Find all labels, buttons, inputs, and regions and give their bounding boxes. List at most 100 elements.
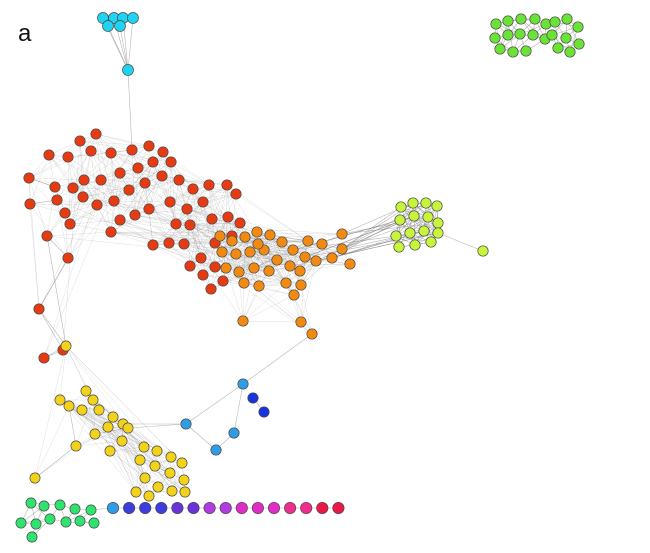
lime-node-10: [418, 225, 430, 237]
yellow-node-10: [70, 440, 82, 452]
red-node-57: [38, 352, 50, 364]
network-edge: [148, 151, 164, 210]
network-edge: [226, 184, 333, 259]
light-green-node-2: [54, 499, 66, 511]
network-edge: [168, 188, 194, 244]
network-edge: [95, 133, 139, 169]
network-edge: [233, 383, 244, 434]
network-edge: [107, 25, 129, 71]
network-edge: [34, 445, 77, 479]
network-edge: [69, 179, 102, 225]
network-edge: [56, 150, 92, 201]
network-edge: [189, 184, 228, 226]
network-edge: [72, 133, 97, 189]
network-edge: [186, 208, 191, 267]
network-edge: [134, 167, 139, 216]
chain-node-7: [219, 501, 232, 515]
network-edge: [168, 233, 343, 244]
network-edge: [110, 152, 121, 221]
orange-node-29: [237, 315, 249, 327]
network-edge: [67, 156, 102, 181]
network-edge: [175, 193, 237, 225]
network-edge: [170, 161, 204, 203]
lime-node-1: [407, 197, 419, 209]
network-edge: [225, 231, 258, 269]
red-node-36: [114, 214, 126, 226]
red-node-14: [78, 174, 90, 186]
network-edge: [83, 167, 139, 181]
network-edge: [242, 320, 302, 323]
network-edge: [72, 187, 115, 202]
network-edge: [83, 179, 136, 216]
network-edge: [156, 450, 185, 481]
network-edge: [235, 253, 278, 261]
network-edge: [143, 446, 183, 464]
network-edge: [189, 224, 216, 268]
network-edge: [148, 184, 210, 210]
network-edge: [95, 133, 102, 181]
network-edge: [244, 236, 260, 287]
red-node-19: [51, 194, 63, 206]
network-edge: [192, 188, 202, 259]
network-edge: [96, 204, 150, 210]
network-edge: [110, 231, 343, 235]
orange-node-28: [253, 280, 265, 292]
network-edge: [219, 235, 260, 287]
network-edge: [169, 184, 210, 203]
green-node-3: [529, 13, 541, 25]
green-node-7: [514, 28, 526, 40]
yellow-node-22: [152, 481, 164, 493]
yellow-node-3: [80, 385, 92, 397]
network-edge: [192, 188, 221, 237]
network-edge: [69, 200, 115, 225]
red-node-47: [234, 217, 246, 229]
green-node-5: [489, 32, 501, 44]
network-edge: [192, 188, 237, 195]
network-edge: [96, 167, 139, 206]
red-node-9: [165, 156, 177, 168]
network-edge: [100, 175, 163, 181]
network-edge: [107, 426, 146, 479]
red-node-26: [173, 174, 185, 186]
network-edge: [79, 140, 150, 147]
red-node-42: [163, 237, 175, 249]
network-edge: [96, 149, 133, 206]
network-edge: [110, 231, 170, 244]
network-edge: [68, 405, 114, 418]
network-edge: [83, 133, 97, 181]
network-edge: [202, 201, 216, 268]
network-edge: [69, 219, 121, 225]
network-edge: [121, 440, 146, 479]
red-node-33: [164, 196, 176, 208]
network-edge: [134, 214, 185, 245]
network-edge: [113, 200, 171, 203]
network-edge: [152, 161, 177, 225]
network-edge: [341, 206, 402, 250]
red-node-8: [157, 146, 169, 158]
network-edge: [185, 423, 217, 451]
red-node-54: [205, 283, 217, 295]
network-edge: [81, 409, 150, 497]
green-node-8: [527, 29, 539, 41]
red-node-24: [139, 177, 151, 189]
light-green-node-9: [74, 515, 86, 527]
network-edge: [67, 156, 84, 198]
network-edge: [253, 267, 302, 286]
network-edge: [189, 224, 202, 259]
yellow-node-13: [138, 441, 150, 453]
network-edge: [100, 179, 150, 210]
network-edge: [65, 345, 183, 464]
yellow-node-8: [102, 421, 114, 433]
network-edge: [110, 208, 150, 233]
network-edge: [110, 201, 171, 233]
network-edge: [56, 199, 216, 268]
network-edge: [175, 184, 210, 225]
network-edge: [144, 182, 170, 244]
network-edge: [29, 154, 50, 205]
network-edge: [28, 177, 85, 181]
network-edge: [186, 208, 216, 268]
network-edge: [189, 201, 204, 267]
network-edge: [119, 172, 163, 177]
network-edge: [154, 465, 186, 493]
lime-node-8: [390, 230, 402, 242]
